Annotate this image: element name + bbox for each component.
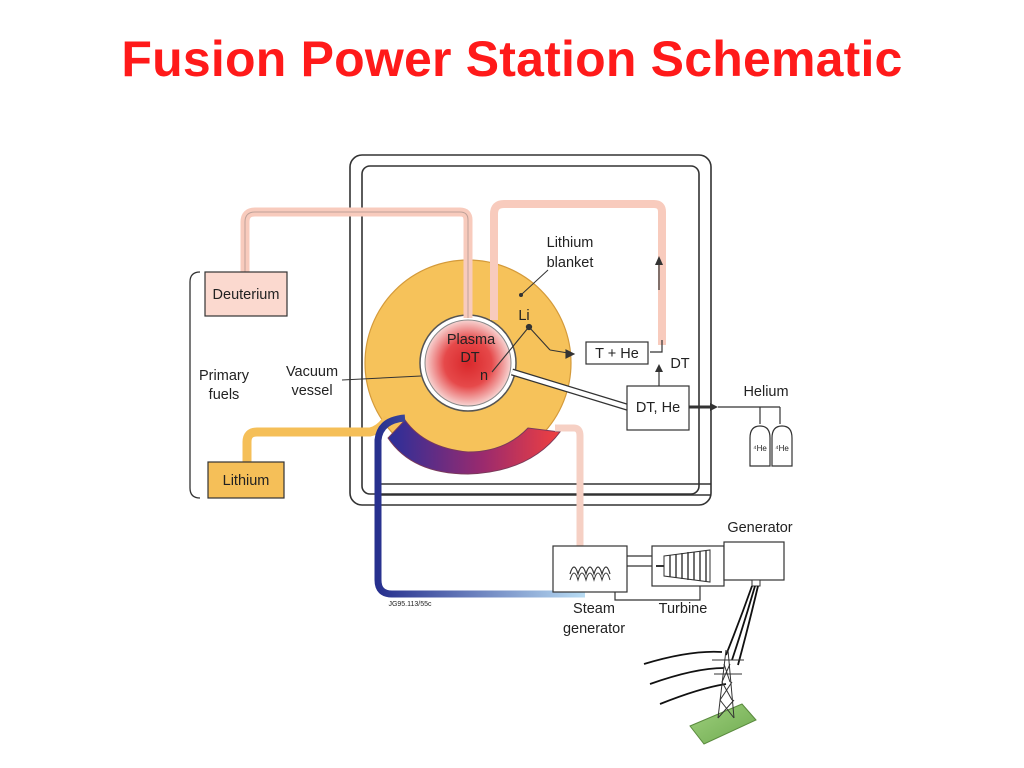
neutron-path [491,323,576,373]
lithium-blanket-label-1: Lithium [547,235,594,251]
dt-he-label: DT, He [636,400,680,416]
turbine [651,545,725,587]
helium-cylinder-1-label: ⁴He [753,444,767,453]
generator [723,541,785,587]
dt-arrow [655,364,663,386]
dt-label: DT [670,356,689,372]
vacuum-vessel-leader [341,375,422,381]
tritium-return-pipe [490,200,666,345]
transmission-lines [643,585,759,705]
deuterium-pipe [240,207,473,318]
lower-pipes [378,483,711,496]
steam-generator-label-2: generator [563,621,625,637]
steam-generator [552,545,628,593]
lithium-blanket-leader [521,269,549,295]
coolant-band [387,419,561,475]
li-label: Li [518,308,529,324]
deuterium-label: Deuterium [213,287,280,303]
helium-cylinders [749,425,793,467]
primary-fuels-label-2: fuels [209,387,240,403]
return-flow-arrow [655,256,663,290]
generator-label: Generator [727,520,792,536]
helium-label: Helium [743,384,788,400]
vacuum-vessel-label-1: Vacuum [286,364,338,380]
plasma-label: Plasma [447,332,496,348]
vacuum-vessel-label-2: vessel [291,383,332,399]
neutron-label: n [480,368,488,384]
lithium-blanket-label-2: blanket [547,255,594,271]
figure-code: JG95.113/55c [388,601,432,608]
primary-fuels-bracket [189,271,201,499]
lithium-box [207,461,285,499]
t-he-label: T + He [595,346,639,362]
deuterium-box [204,271,288,317]
t-he-box [585,341,649,365]
steam-pipes [614,555,701,601]
power-pylon [689,649,757,745]
primary-coolant-loop [374,414,585,598]
turbine-label: Turbine [659,601,708,617]
plasma-dt-label: DT [460,350,479,366]
helium-cylinder-2-label: ⁴He [775,444,789,453]
plasma [424,319,512,407]
lithium-label: Lithium [223,473,270,489]
dt-he-box [626,385,690,431]
page-title: Fusion Power Station Schematic [121,31,903,87]
steam-generator-label-1: Steam [573,601,615,617]
hot-coolant-pipe [555,424,584,575]
primary-fuels-label-1: Primary [199,368,250,384]
lithium-pipe [242,415,392,462]
reactor-containment [349,154,712,506]
helium-outlet [689,403,781,424]
lithium-blanket-leader-dot [519,293,523,297]
